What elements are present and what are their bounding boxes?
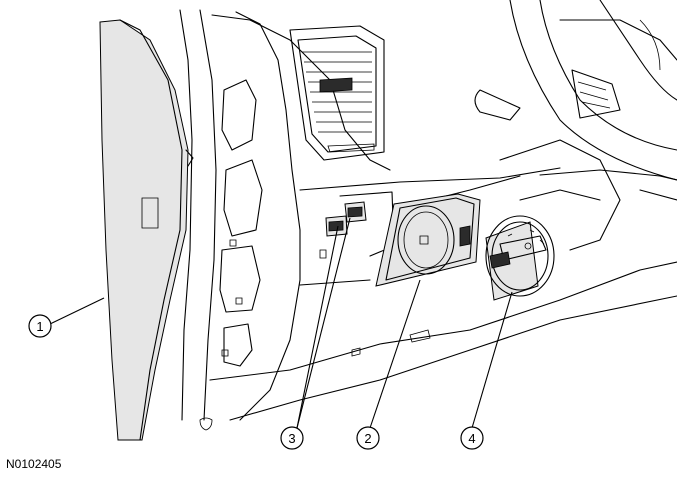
callout-4: 4	[460, 426, 484, 450]
steering-column-drawing	[429, 0, 677, 251]
callout-label: 3	[288, 431, 295, 446]
electrical-connectors-drawing	[325, 191, 395, 257]
figure-id: N0102405	[6, 457, 62, 471]
leader-lines	[49, 217, 513, 429]
callout-circle	[280, 426, 304, 450]
callout-1: 1	[28, 314, 52, 338]
leader-line-3b	[296, 225, 339, 429]
leader-line-1	[49, 297, 105, 325]
callout-circle	[460, 426, 484, 450]
callout-circle	[356, 426, 380, 450]
leader-line-2	[369, 279, 421, 429]
callout-label: 2	[364, 431, 371, 446]
end-panel-drawing	[99, 19, 194, 441]
leader-line-3a	[296, 217, 351, 429]
headlamp-switch-bezel-drawing	[375, 193, 481, 287]
callout-label: 1	[36, 319, 43, 334]
air-vent-drawing	[289, 25, 385, 161]
callout-3: 3	[280, 426, 304, 450]
headlamp-switch-drawing	[485, 215, 555, 301]
leader-line-4	[471, 291, 513, 429]
callout-2: 2	[356, 426, 380, 450]
callout-circle	[28, 314, 52, 338]
callout-label: 4	[468, 431, 475, 446]
instrument-panel-structure	[179, 9, 677, 431]
